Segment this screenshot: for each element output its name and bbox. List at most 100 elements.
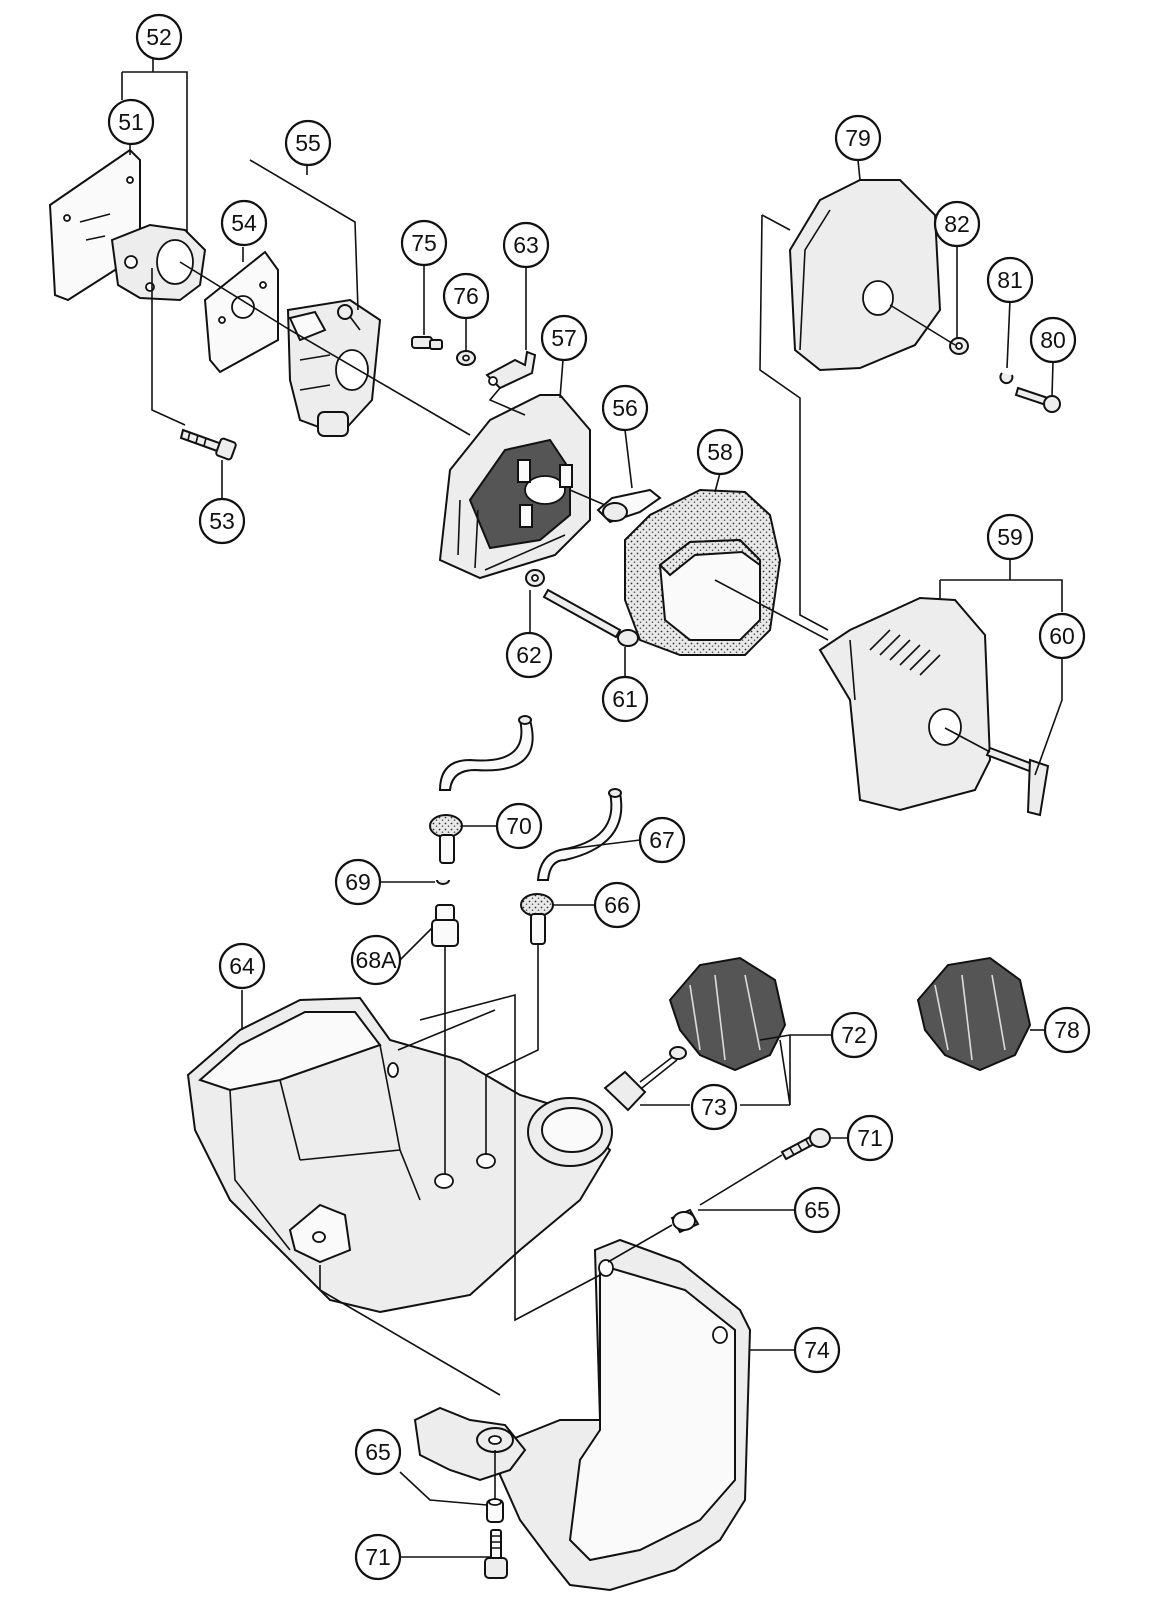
callout-67: 67	[638, 816, 686, 864]
leader-guard-axis	[319, 1265, 501, 1396]
callout-66: 66	[593, 881, 641, 929]
svg-text:57: 57	[551, 325, 577, 351]
part-fuel-hose-67	[536, 788, 623, 881]
callout-72: 72	[830, 1011, 878, 1059]
leader-63	[488, 265, 527, 416]
part-collar-65-lower	[486, 1498, 504, 1523]
callout-62: 62	[505, 631, 553, 679]
svg-text:65: 65	[365, 1439, 391, 1465]
leader-57-lower	[484, 534, 566, 571]
callout-57: 57	[540, 314, 588, 362]
svg-text:73: 73	[701, 1094, 727, 1120]
callout-76: 76	[442, 272, 490, 320]
callout-52: 52	[135, 13, 183, 61]
leader-65a-axis	[607, 1224, 673, 1263]
part-element-58	[624, 488, 782, 656]
part-cover-59	[818, 596, 992, 812]
callout-55: 55	[284, 119, 332, 167]
svg-text:64: 64	[229, 953, 255, 979]
callout-65-lower: 65	[354, 1428, 402, 1476]
svg-text:60: 60	[1049, 623, 1075, 649]
part-cover-79	[788, 179, 942, 372]
svg-text:71: 71	[857, 1125, 883, 1151]
part-fuel-cap-78	[916, 956, 1032, 1072]
svg-text:54: 54	[231, 210, 257, 236]
part-bolt-80	[1014, 386, 1061, 413]
part-choke-lever	[596, 488, 662, 524]
svg-text:63: 63	[513, 232, 539, 258]
svg-text:51: 51	[118, 109, 144, 135]
part-collar-65-upper	[670, 1208, 700, 1234]
callout-75: 75	[400, 219, 448, 267]
callout-81: 81	[986, 256, 1034, 304]
svg-text:82: 82	[944, 211, 970, 237]
leader-79	[857, 159, 861, 181]
part-intake-manifold	[110, 223, 207, 302]
part-washer-81	[999, 372, 1014, 385]
part-washer-76	[456, 350, 476, 366]
callout-58: 58	[696, 428, 744, 476]
leader-lines	[121, 58, 1063, 1558]
leader-52	[121, 58, 188, 232]
leader-79-bracket	[759, 214, 829, 631]
leader-57-axis	[569, 489, 606, 506]
leader-80	[1051, 361, 1054, 397]
callout-65-upper: 65	[793, 1186, 841, 1234]
svg-text:66: 66	[604, 892, 630, 918]
leader-65b	[399, 1471, 488, 1506]
callout-73: 73	[690, 1083, 738, 1131]
callout-70: 70	[495, 802, 543, 850]
part-bolt-75	[411, 336, 443, 350]
svg-text:62: 62	[516, 642, 542, 668]
svg-text:74: 74	[804, 1337, 830, 1363]
part-ring-69	[436, 879, 450, 885]
leader-67	[559, 839, 641, 851]
svg-text:81: 81	[997, 267, 1023, 293]
svg-text:52: 52	[146, 24, 172, 50]
callout-68a: 68A	[350, 934, 402, 986]
leader-66-axis	[485, 944, 539, 1155]
svg-text:76: 76	[453, 283, 479, 309]
leader-60	[1034, 658, 1063, 776]
leader-tank-bracket	[419, 993, 601, 1322]
part-fuel-cap-72	[668, 956, 787, 1072]
leader-59-axis	[944, 727, 991, 753]
svg-text:70: 70	[506, 813, 532, 839]
leader-element-cover	[714, 579, 829, 641]
callout-56: 56	[601, 384, 649, 432]
callout-59: 59	[986, 513, 1034, 561]
svg-text:53: 53	[209, 508, 235, 534]
svg-text:68A: 68A	[356, 947, 398, 973]
callout-74: 74	[793, 1326, 841, 1374]
part-link-63	[485, 350, 537, 390]
leader-71a-axis	[699, 1154, 783, 1206]
callout-61: 61	[601, 675, 649, 723]
leader-56	[624, 429, 633, 489]
svg-text:75: 75	[411, 230, 437, 256]
part-air-cleaner-base	[438, 394, 591, 580]
svg-text:65: 65	[804, 1197, 830, 1223]
callout-60: 60	[1038, 612, 1086, 660]
callout-54: 54	[220, 199, 268, 247]
part-carburetor	[286, 298, 382, 437]
part-washer-62	[525, 569, 545, 587]
part-bolt-53	[179, 428, 237, 461]
part-fuel-filter-66	[520, 893, 554, 945]
callout-71-upper: 71	[846, 1114, 894, 1162]
svg-text:80: 80	[1040, 327, 1066, 353]
part-bolt-60	[985, 746, 1050, 817]
callout-53: 53	[198, 497, 246, 545]
callout-78: 78	[1043, 1006, 1091, 1054]
callout-63: 63	[502, 221, 550, 269]
part-bolt-61	[542, 588, 639, 647]
part-grommet-68a	[431, 904, 459, 947]
svg-text:72: 72	[841, 1022, 867, 1048]
svg-text:55: 55	[295, 130, 321, 156]
leader-72b	[759, 1034, 791, 1041]
callout-79: 79	[834, 114, 882, 162]
part-fuel-hose-70	[438, 715, 534, 791]
part-fuel-filter-70	[429, 814, 463, 864]
callout-51: 51	[107, 98, 155, 146]
leader-57	[559, 359, 564, 399]
